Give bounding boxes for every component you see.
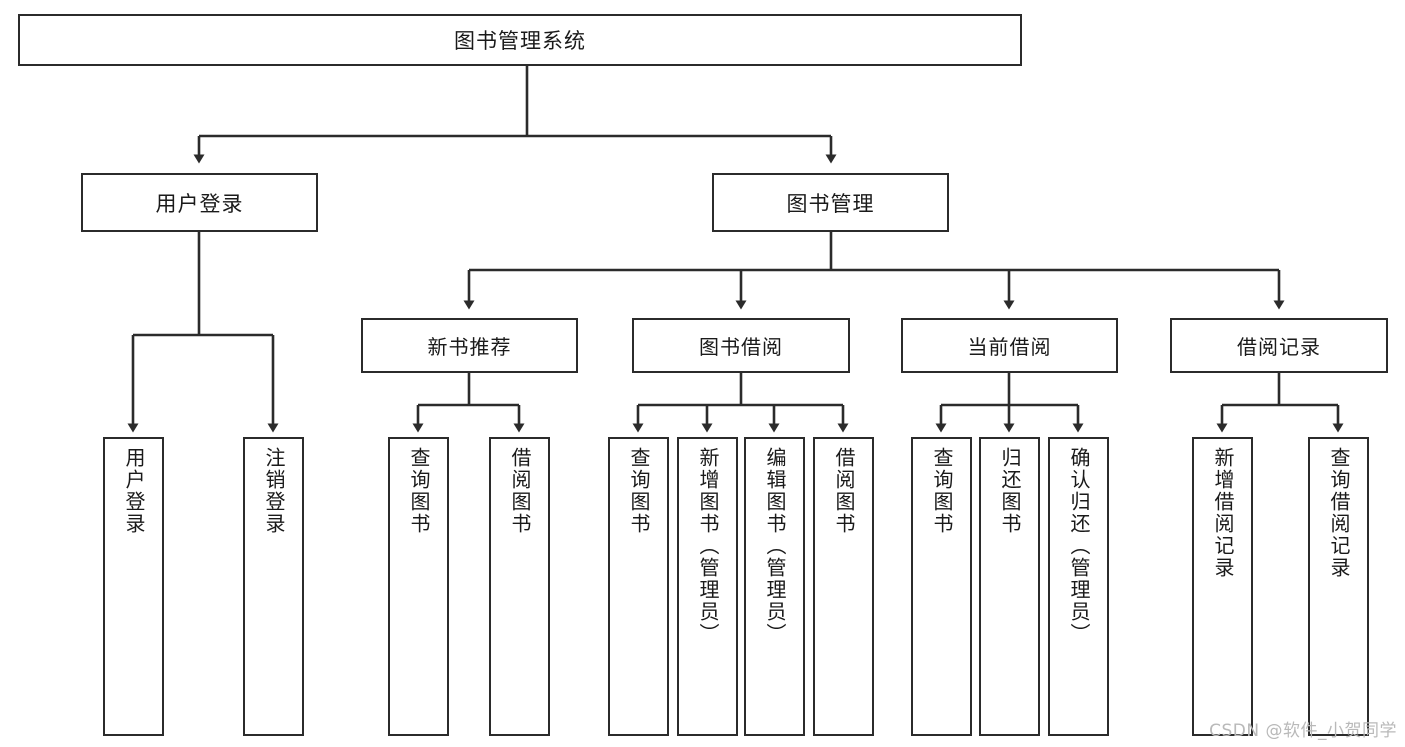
node-label: 查询借阅记录 [1327, 447, 1351, 579]
node-leaf-return-book[interactable]: 归还图书 [979, 437, 1040, 736]
node-borrow-record[interactable]: 借阅记录 [1170, 318, 1388, 373]
node-label: 新增借阅记录 [1211, 447, 1235, 579]
node-label: 新书推荐 [427, 335, 512, 359]
node-leaf-edit-book[interactable]: 编辑图书（管理员） [744, 437, 805, 736]
node-label: 借阅图书 [508, 447, 532, 535]
node-user-login[interactable]: 用户登录 [81, 173, 318, 232]
node-label: 归还图书 [998, 447, 1022, 535]
node-label: 编辑图书（管理员） [763, 447, 787, 645]
node-book-borrow[interactable]: 图书借阅 [632, 318, 850, 373]
node-label: 用户登录 [155, 191, 244, 216]
node-label: 查询图书 [407, 447, 431, 535]
node-leaf-borrow-book-1[interactable]: 借阅图书 [489, 437, 550, 736]
node-label: 借阅记录 [1237, 335, 1321, 359]
node-leaf-confirm-return[interactable]: 确认归还（管理员） [1048, 437, 1109, 736]
node-label: 查询图书 [627, 447, 651, 535]
node-new-book-recommend[interactable]: 新书推荐 [361, 318, 578, 373]
node-root-book-management-system[interactable]: 图书管理系统 [18, 14, 1022, 66]
node-label: 图书管理 [786, 191, 875, 216]
node-label: 图书管理系统 [454, 29, 586, 53]
csdn-watermark: CSDN @软件_小贺同学 [1209, 721, 1397, 741]
node-leaf-borrow-book-2[interactable]: 借阅图书 [813, 437, 874, 736]
node-label: 图书借阅 [699, 335, 783, 359]
node-label: 确认归还（管理员） [1067, 447, 1091, 645]
node-book-manage[interactable]: 图书管理 [712, 173, 949, 232]
node-label: 查询图书 [930, 447, 954, 535]
node-leaf-user-logout[interactable]: 注销登录 [243, 437, 304, 736]
node-label: 注销登录 [262, 447, 286, 535]
node-label: 新增图书（管理员） [696, 447, 720, 645]
node-leaf-add-book[interactable]: 新增图书（管理员） [677, 437, 738, 736]
node-leaf-query-book-1[interactable]: 查询图书 [388, 437, 449, 736]
node-leaf-query-record[interactable]: 查询借阅记录 [1308, 437, 1369, 736]
node-leaf-add-record[interactable]: 新增借阅记录 [1192, 437, 1253, 736]
node-leaf-query-book-3[interactable]: 查询图书 [911, 437, 972, 736]
node-leaf-query-book-2[interactable]: 查询图书 [608, 437, 669, 736]
node-current-borrow[interactable]: 当前借阅 [901, 318, 1118, 373]
node-label: 借阅图书 [832, 447, 856, 535]
node-label: 当前借阅 [967, 335, 1052, 359]
node-label: 用户登录 [122, 447, 146, 535]
node-leaf-user-login[interactable]: 用户登录 [103, 437, 164, 736]
